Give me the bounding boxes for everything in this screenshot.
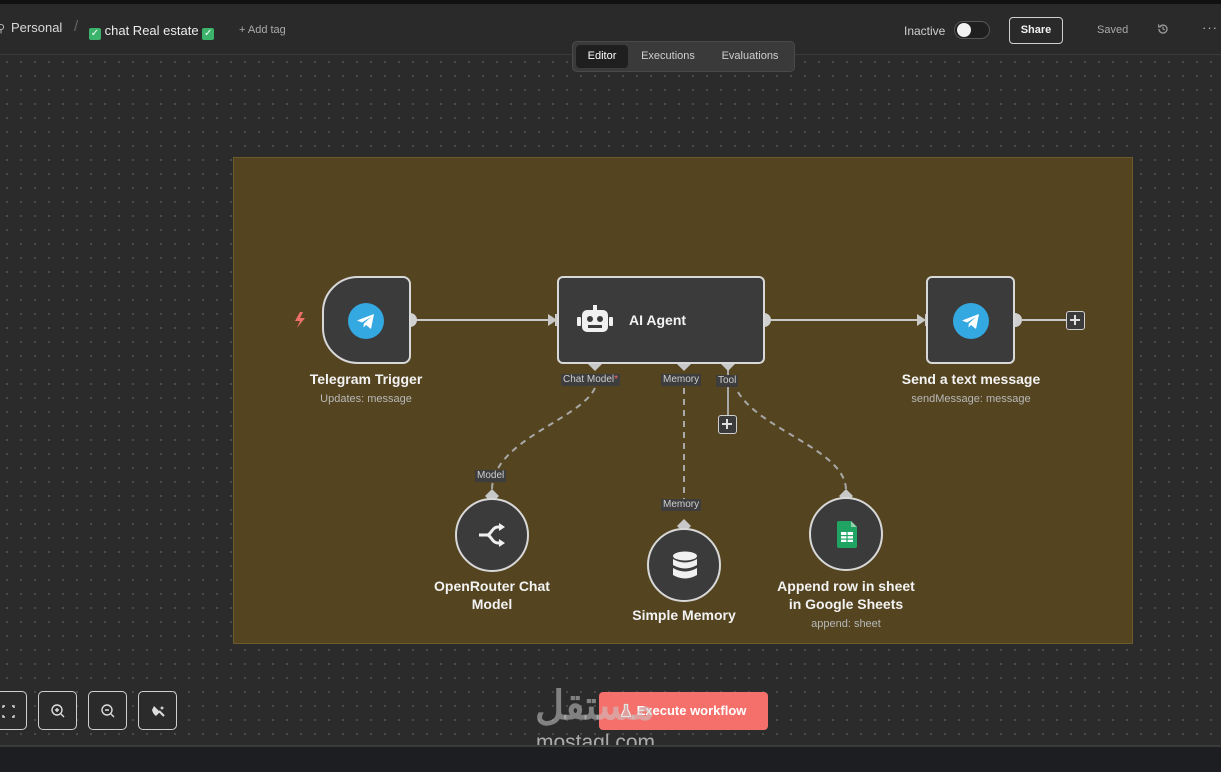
fit-view-button[interactable] (0, 691, 27, 730)
send-message-node[interactable] (926, 276, 1015, 364)
check-icon: ✓ (202, 28, 215, 40)
zoom-in-button[interactable] (38, 691, 77, 730)
telegram-icon (953, 303, 989, 339)
simple-memory-title: Simple Memory (632, 607, 736, 623)
google-sheets-icon (837, 521, 857, 548)
ai-agent-title: AI Agent (629, 312, 687, 328)
simple-memory-node[interactable] (647, 528, 721, 602)
tab-editor[interactable]: Editor (576, 45, 628, 68)
robot-icon (577, 305, 613, 335)
execute-workflow-label: Execute workflow (636, 703, 747, 718)
execute-workflow-button[interactable]: Execute workflow (599, 692, 768, 730)
flask-icon (620, 694, 631, 732)
breadcrumb-project[interactable]: Personal (11, 20, 63, 35)
tab-evaluations[interactable]: Evaluations (721, 50, 779, 62)
status-label: Inactive (904, 24, 946, 38)
agent-input-port[interactable] (555, 314, 558, 326)
trigger-bolt-icon (295, 312, 305, 328)
add-node-button[interactable] (1066, 311, 1085, 330)
arrow-head (917, 314, 926, 326)
breadcrumb-separator: / (74, 18, 79, 35)
google-sheets-title: Append row in sheet in Google Sheets (756, 577, 936, 613)
openrouter-title-line2: Model (471, 596, 513, 612)
telegram-icon (348, 303, 384, 339)
more-options-icon[interactable]: ··· (1202, 20, 1218, 35)
connection-model[interactable] (491, 387, 596, 491)
chat-model-port-label: Chat Model* (561, 374, 621, 386)
openrouter-node[interactable] (455, 498, 529, 572)
saved-status: Saved (1097, 24, 1129, 36)
send-message-subtitle: sendMessage: message (911, 393, 1031, 405)
memory-port-label: Memory (661, 374, 702, 386)
active-toggle[interactable] (954, 21, 990, 39)
tidy-up-button[interactable] (138, 691, 177, 730)
google-sheets-title-line1: Append row in sheet (777, 578, 915, 594)
telegram-trigger-title: Telegram Trigger (309, 371, 423, 387)
connection-tool[interactable] (737, 391, 847, 491)
zoom-in-icon (51, 704, 65, 718)
user-icon: ⚲ (0, 23, 6, 35)
share-button[interactable]: Share (1009, 17, 1063, 44)
openrouter-title-line1: OpenRouter Chat (434, 578, 550, 594)
telegram-trigger-node[interactable] (322, 276, 411, 364)
database-icon (672, 551, 698, 581)
add-tool-button[interactable] (718, 415, 737, 434)
plus-icon-v (726, 419, 728, 429)
history-icon[interactable] (1157, 23, 1169, 35)
plus-icon-v (1074, 315, 1076, 325)
watermark-logo: مستقل (535, 684, 655, 728)
zoom-out-icon (101, 704, 115, 718)
view-tabs: Editor Executions Evaluations (572, 41, 795, 72)
workflow-name[interactable]: ✓ chat Real estate ✓ (89, 23, 215, 40)
google-sheets-node[interactable] (809, 497, 883, 571)
check-icon: ✓ (89, 28, 101, 40)
tool-port-label: Tool (716, 375, 739, 387)
zoom-out-button[interactable] (88, 691, 127, 730)
fit-view-icon (2, 705, 15, 718)
broom-icon (152, 706, 165, 717)
tab-executions[interactable]: Executions (641, 50, 695, 62)
openrouter-title: OpenRouter Chat Model (412, 577, 572, 613)
workflow-name-text: chat Real estate (104, 23, 199, 38)
telegram-trigger-subtitle: Updates: message (320, 393, 412, 405)
toggle-knob (957, 23, 971, 37)
arrow-head (548, 314, 557, 326)
google-sheets-title-line2: in Google Sheets (788, 596, 904, 612)
bottom-panel-strip (0, 745, 1221, 772)
openrouter-icon (477, 522, 507, 548)
send-message-title: Send a text message (901, 371, 1041, 387)
memory-input-label: Memory (661, 499, 702, 511)
ai-agent-node[interactable]: AI Agent (557, 276, 765, 364)
google-sheets-subtitle: append: sheet (811, 618, 881, 630)
add-tag-button[interactable]: + Add tag (239, 24, 286, 36)
model-input-label: Model (475, 470, 507, 482)
